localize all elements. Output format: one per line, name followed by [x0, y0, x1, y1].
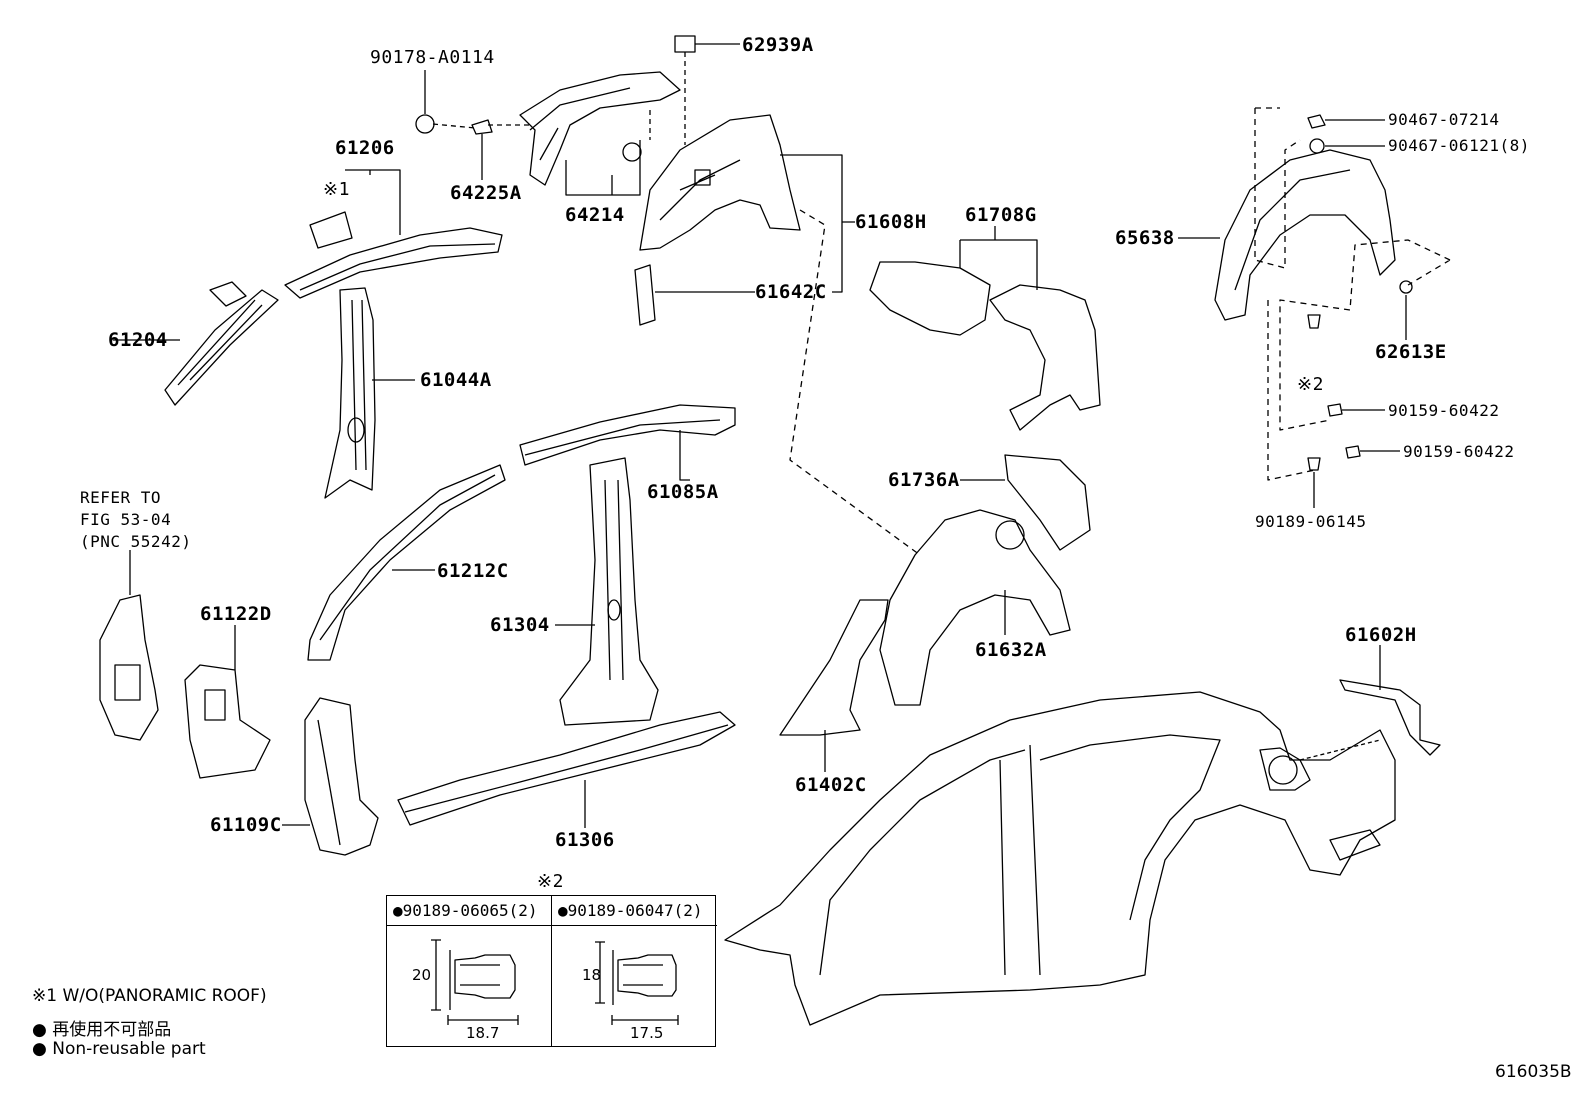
leader-61085a	[679, 430, 690, 481]
label-61708g[interactable]: 61708G	[965, 204, 1037, 226]
part-61602h-shape	[1339, 679, 1441, 756]
part-61122d-shape	[184, 664, 271, 779]
part-90159b-shape	[1345, 445, 1361, 459]
label-61122d[interactable]: 61122D	[200, 603, 272, 625]
part-61109c-shape	[304, 697, 379, 856]
clip-06047-shape	[595, 941, 679, 1025]
part-61402c-shape	[779, 599, 889, 736]
clip-table-mark: ※2	[537, 871, 564, 892]
note-mark-1: ※1	[323, 179, 350, 200]
label-61109c[interactable]: 61109C	[210, 814, 282, 836]
legend-row-jp: ● 再使用不可部品	[32, 1015, 171, 1040]
label-61204[interactable]: 61204	[108, 329, 168, 351]
refer-note-line3[interactable]: (PNC 55242)	[80, 532, 192, 551]
leader-61206	[345, 169, 401, 235]
part-65638-shape	[1214, 149, 1396, 321]
refer-note-line1: REFER TO	[80, 488, 162, 507]
clip-table: ●90189-06065(2) ●90189-06047(2)	[386, 895, 717, 1047]
clip-right-header[interactable]: ●90189-06047(2)	[552, 896, 717, 926]
label-61602h[interactable]: 61602H	[1345, 624, 1417, 646]
legend-note-1: ※1 W/O(PANORAMIC ROOF)	[32, 986, 267, 1006]
legend-jp-text: 再使用不可部品	[52, 1020, 172, 1040]
legend-bullet-icon: ●	[32, 1020, 47, 1040]
part-61306-shape	[397, 711, 736, 826]
part-64225a-shape	[471, 119, 493, 135]
part-61212c-shape	[307, 464, 506, 661]
part-61708g-shape	[869, 261, 1101, 431]
label-90189-06145[interactable]: 90189-06145	[1255, 512, 1367, 531]
label-62939a[interactable]: 62939A	[742, 34, 814, 56]
clip-table-divider	[551, 896, 552, 1046]
label-90159-60422-b[interactable]: 90159-60422	[1403, 442, 1515, 461]
label-90467-06121[interactable]: 90467-06121(8)	[1388, 136, 1530, 155]
label-61206[interactable]: 61206	[335, 137, 395, 159]
label-61736a[interactable]: 61736A	[888, 469, 960, 491]
label-61085a[interactable]: 61085A	[647, 481, 719, 503]
part-90159a-shape	[1327, 403, 1343, 417]
part-62613e-shape	[1399, 280, 1413, 294]
part-61085a-shape	[519, 404, 736, 466]
leader-64214	[565, 140, 641, 196]
clip-right-width: 17.5	[630, 1024, 664, 1042]
label-90159-60422-a[interactable]: 90159-60422	[1388, 401, 1500, 420]
legend-en-text: Non-reusable part	[52, 1039, 206, 1059]
label-64225a[interactable]: 64225A	[450, 182, 522, 204]
note-mark-2: ※2	[1297, 374, 1324, 395]
part-61608h-shape	[639, 114, 801, 251]
part-90467a-shape	[1307, 114, 1326, 129]
clip-left-header[interactable]: ●90189-06065(2)	[387, 896, 552, 926]
leader-61708g	[959, 226, 1038, 290]
part-62939a-shape	[674, 35, 696, 53]
part-64214-shape	[519, 71, 681, 186]
part-61304-shape	[559, 457, 659, 726]
label-61642c[interactable]: 61642C	[755, 281, 827, 303]
label-62613e[interactable]: 62613E	[1375, 341, 1447, 363]
part-90467b-shape	[1309, 138, 1325, 154]
clip-right-height: 18	[582, 966, 602, 984]
legend-bullet-icon: ●	[32, 1039, 47, 1059]
label-61608h[interactable]: 61608H	[855, 211, 927, 233]
part-55242-ref-shape	[99, 594, 159, 741]
part-61632a-shape	[879, 509, 1071, 706]
label-90467-07214[interactable]: 90467-07214	[1388, 110, 1500, 129]
figure-id: 616035B	[1495, 1062, 1572, 1082]
label-64214[interactable]: 64214	[565, 204, 625, 226]
label-65638[interactable]: 65638	[1115, 227, 1175, 249]
label-61212c[interactable]: 61212C	[437, 560, 509, 582]
clip-left-height: 20	[412, 966, 432, 984]
part-body-side-outer-shape	[724, 691, 1396, 1026]
leader-61608h	[780, 154, 855, 293]
label-90178-a0114[interactable]: 90178-A0114	[370, 47, 495, 68]
refer-note-line2[interactable]: FIG 53-04	[80, 510, 172, 529]
part-61206-shape	[284, 211, 503, 299]
label-61632a[interactable]: 61632A	[975, 639, 1047, 661]
part-90189-06145-shape	[1307, 457, 1321, 471]
label-61402c[interactable]: 61402C	[795, 774, 867, 796]
legend-row-en: ● Non-reusable part	[32, 1039, 206, 1059]
clip-06065-shape	[431, 939, 519, 1025]
part-61642c-shape	[634, 264, 656, 326]
part-61736a-shape	[1004, 454, 1091, 551]
label-61044a[interactable]: 61044A	[420, 369, 492, 391]
part-61044a-shape	[324, 287, 376, 499]
label-61306[interactable]: 61306	[555, 829, 615, 851]
label-61304[interactable]: 61304	[490, 614, 550, 636]
clip-left-width: 18.7	[466, 1024, 500, 1042]
part-90178-shape	[415, 114, 435, 134]
part-61204-shape	[164, 281, 279, 406]
